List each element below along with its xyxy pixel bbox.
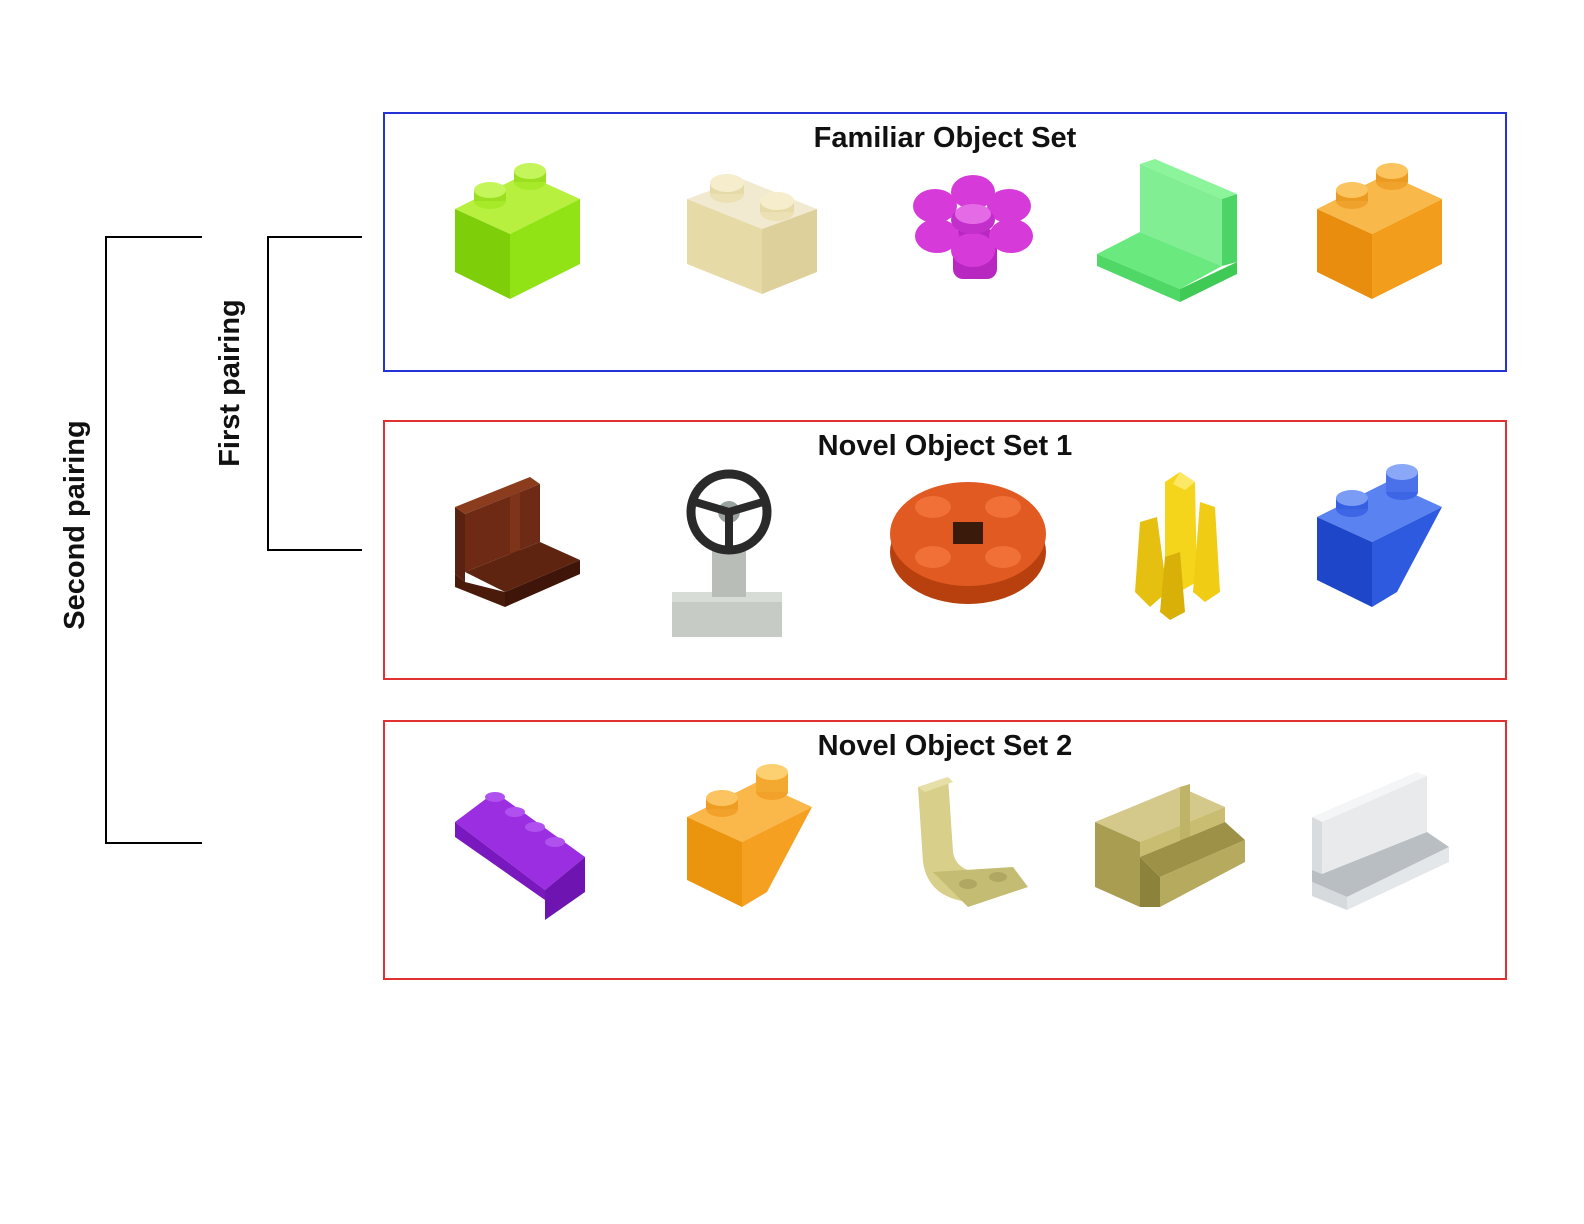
set-title: Novel Object Set 2 <box>817 730 1073 762</box>
purple-slope-icon <box>415 762 615 977</box>
first-pairing-label: First pairing <box>214 299 246 467</box>
orange-round-plate-icon <box>873 462 1073 677</box>
green-transparent-panel-icon <box>1085 154 1285 369</box>
white-panel-icon <box>1277 762 1477 977</box>
olive-corner-panel-icon <box>1075 762 1275 977</box>
blue-inverted-slope-icon <box>1277 462 1477 677</box>
novel-object-set-2: Novel Object Set 2 <box>383 720 1507 980</box>
second-pairing-bracket <box>104 236 204 846</box>
orange-2x1-brick-icon <box>1277 154 1477 369</box>
tan-seat-icon <box>873 762 1073 977</box>
first-pairing-bracket <box>266 236 366 554</box>
magenta-flower-icon <box>873 154 1073 369</box>
orange-inverted-slope-icon <box>647 762 847 977</box>
lime-2x1-brick-icon <box>415 154 615 369</box>
steering-wheel-icon <box>647 462 847 677</box>
familiar-object-set: Familiar Object Set <box>383 112 1507 372</box>
tan-2x1-brick-icon <box>647 154 847 369</box>
brown-corner-panel-icon <box>415 462 615 677</box>
novel-object-set-1: Novel Object Set 1 <box>383 420 1507 680</box>
yellow-crystal-icon <box>1085 462 1285 677</box>
set-title: Familiar Object Set <box>813 122 1077 154</box>
set-title: Novel Object Set 1 <box>817 430 1073 462</box>
second-pairing-label: Second pairing <box>59 420 91 630</box>
